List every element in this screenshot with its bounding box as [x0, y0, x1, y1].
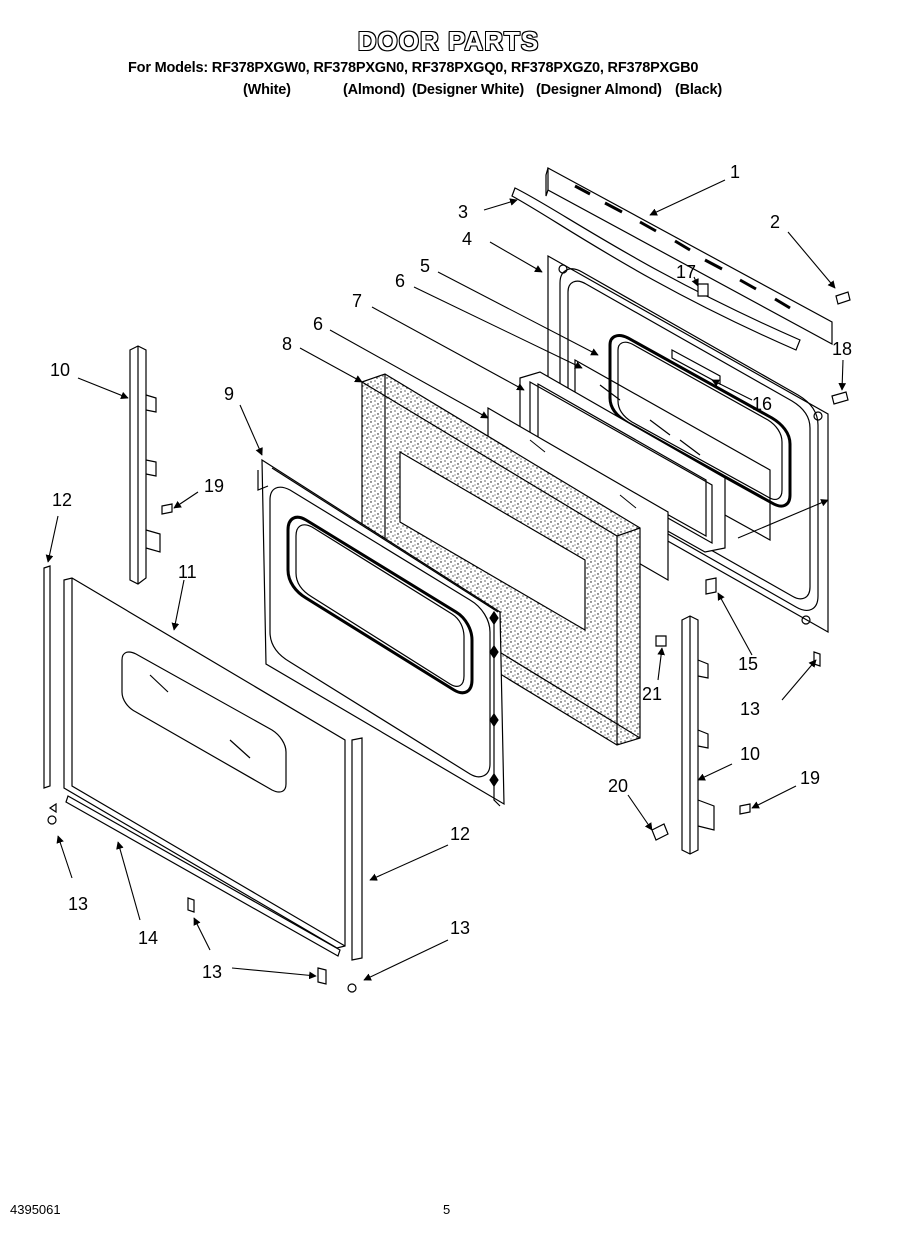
- callout-5: 5: [420, 256, 430, 276]
- callout-17: 17: [676, 262, 696, 282]
- color-black: (Black): [675, 82, 722, 98]
- callout-2: 2: [770, 212, 780, 232]
- callout-3: 3: [458, 202, 468, 222]
- callout-14: 14: [138, 928, 158, 948]
- part-9-door-liner: [257, 458, 505, 807]
- callout-19-left: 19: [204, 476, 224, 496]
- part-12-left-trim: [43, 565, 51, 789]
- part-19-clip-left: [161, 503, 173, 515]
- callout-18: 18: [832, 339, 852, 359]
- callout-13-bottom-right: 13: [450, 918, 470, 938]
- part-14-bottom-trim: [65, 795, 341, 957]
- part-21-screw: [655, 635, 667, 647]
- callout-21: 21: [642, 684, 662, 704]
- part-11-outer-door: [63, 577, 346, 949]
- part-15-bracket: [705, 577, 717, 595]
- part-1-vent-trim: [545, 166, 833, 346]
- callout-12-left: 12: [52, 490, 72, 510]
- color-almond: (Almond): [343, 82, 406, 98]
- part-10-left-channel: [129, 345, 161, 585]
- part-12-right-trim: [351, 737, 363, 961]
- callout-1: 1: [730, 162, 740, 182]
- callout-13-left: 13: [68, 894, 88, 914]
- color-white: (White): [243, 82, 291, 98]
- models-line: For Models: RF378PXGW0, RF378PXGN0, RF37…: [128, 60, 699, 76]
- part-17-screw: [697, 283, 709, 297]
- callout-7: 7: [352, 291, 362, 311]
- callout-19-right: 19: [800, 768, 820, 788]
- part-10-right-channel: [681, 615, 715, 855]
- callout-13-bottom: 13: [202, 962, 222, 982]
- callout-6a: 6: [395, 271, 405, 291]
- document-number: 4395061: [10, 1202, 61, 1217]
- callout-11: 11: [178, 562, 197, 582]
- part-19-clip-right: [739, 803, 751, 815]
- callout-10-left: 10: [50, 360, 70, 380]
- part-13-screws: [47, 651, 821, 993]
- callout-15: 15: [738, 654, 758, 674]
- part-20-screw: [651, 823, 669, 841]
- leader-lines: [45, 179, 847, 981]
- page-number: 5: [443, 1202, 451, 1217]
- page-title: DOOR PARTS: [357, 26, 540, 56]
- part-18-screw: [831, 391, 849, 405]
- callout-8: 8: [282, 334, 292, 354]
- part-3-seal-strip: [511, 187, 801, 351]
- color-designer-white: (Designer White): [412, 82, 524, 98]
- callout-16: 16: [752, 394, 772, 414]
- callout-9: 9: [224, 384, 234, 404]
- color-designer-almond: (Designer Almond): [536, 82, 662, 98]
- callout-6b: 6: [313, 314, 323, 334]
- callout-10-right: 10: [740, 744, 760, 764]
- callout-13-right: 13: [740, 699, 760, 719]
- callout-4: 4: [462, 229, 472, 249]
- callout-12-right: 12: [450, 824, 470, 844]
- part-2-screw: [835, 291, 851, 305]
- callout-20: 20: [608, 776, 628, 796]
